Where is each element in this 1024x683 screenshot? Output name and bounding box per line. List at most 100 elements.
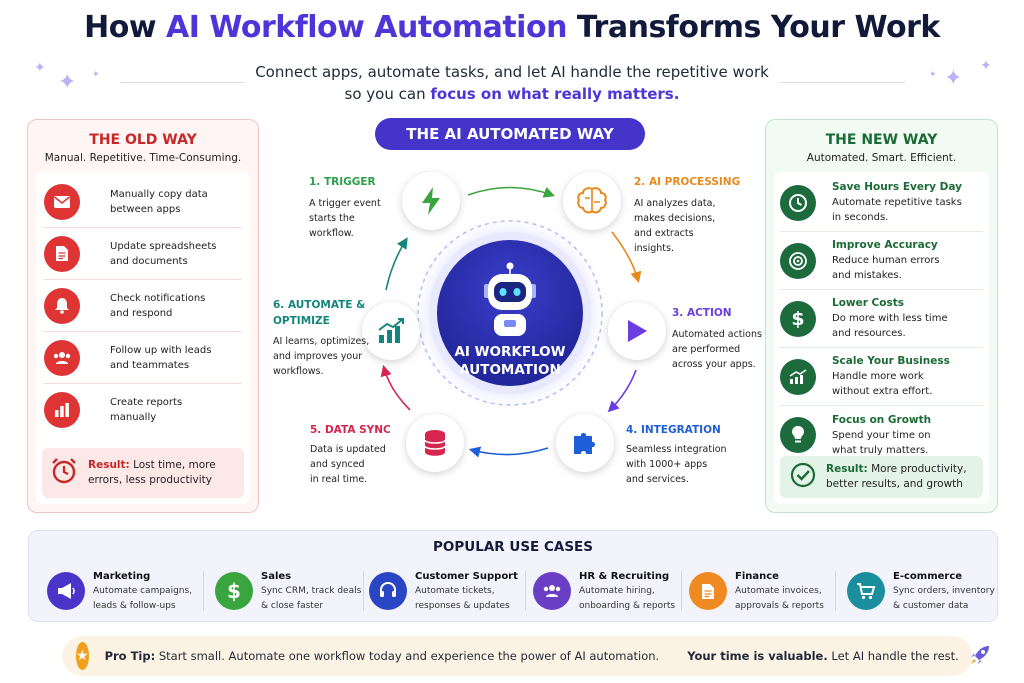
step-title: 2. AI PROCESSING bbox=[634, 176, 741, 188]
new-way-subtitle: Automated. Smart. Efficient. bbox=[806, 152, 957, 164]
new-item-line-1: Do more with less time bbox=[832, 313, 948, 324]
new-item-line-1: Handle more work bbox=[832, 371, 924, 382]
use-case-line-1: Sync CRM, track deals bbox=[261, 585, 362, 596]
target-icon bbox=[780, 242, 816, 279]
ai-automated-way-pill: THE AI AUTOMATED WAY bbox=[375, 118, 645, 150]
use-case-title: HR & Recruiting bbox=[579, 570, 670, 582]
divider bbox=[681, 571, 682, 611]
old-result-line-2: errors, less productivity bbox=[88, 474, 212, 486]
new-item-line-1: Reduce human errors bbox=[832, 255, 940, 266]
trend-up-icon bbox=[780, 358, 816, 395]
growth-chart-icon bbox=[362, 302, 420, 360]
subtitle-line-2-pre: so you can bbox=[344, 85, 431, 103]
old-way-subtitle: Manual. Repetitive. Time-Consuming. bbox=[44, 152, 242, 164]
mail-icon bbox=[44, 183, 80, 220]
pro-tip-bar: ★ Pro Tip: Start small. Automate one wor… bbox=[62, 636, 989, 676]
divider bbox=[525, 571, 526, 611]
use-case-line-2: onboarding & reports bbox=[579, 600, 676, 611]
use-case-line-2: leads & follow-ups bbox=[93, 600, 176, 611]
bell-icon bbox=[44, 287, 80, 324]
document-icon bbox=[689, 572, 727, 610]
new-item-line-2: without extra effort. bbox=[832, 386, 933, 397]
sparkle-icon: ✦ bbox=[34, 60, 46, 76]
old-item-line-1: Create reports bbox=[110, 397, 183, 408]
title-highlight: AI Workflow Automation bbox=[166, 10, 567, 45]
subtitle-line-2: so you can focus on what really matters. bbox=[0, 83, 1024, 105]
pro-tip-right-text: Let AI handle the rest. bbox=[827, 649, 959, 663]
old-result-label: Result: bbox=[88, 459, 130, 471]
headset-icon bbox=[369, 572, 407, 610]
new-item-line-2: and mistakes. bbox=[832, 270, 902, 281]
divider bbox=[203, 571, 204, 611]
old-item-line-1: Follow up with leads bbox=[110, 344, 212, 356]
step-desc-line: AI analyzes data, bbox=[634, 198, 716, 209]
old-way-item: Create reports manually bbox=[44, 384, 242, 436]
step-desc-line: insights. bbox=[634, 243, 674, 254]
old-item-line-2: and documents bbox=[110, 255, 188, 267]
sparkle-icon: ✦ bbox=[58, 70, 77, 95]
step-desc-line: Seamless integration bbox=[626, 444, 727, 455]
new-item-title: Save Hours Every Day bbox=[832, 181, 962, 193]
hub-label: AI WORKFLOW AUTOMATION bbox=[437, 343, 583, 379]
step-desc-line: A trigger event bbox=[309, 198, 381, 209]
hub-label-line-2: AUTOMATION bbox=[459, 362, 561, 378]
use-case-line-1: Automate invoices, bbox=[735, 585, 822, 596]
step-desc-line: are performed bbox=[672, 344, 741, 355]
step-desc-line: workflows. bbox=[273, 366, 324, 377]
new-way-title: THE NEW WAY bbox=[825, 132, 938, 148]
title-post: Transforms Your Work bbox=[566, 10, 940, 45]
people-icon bbox=[44, 339, 80, 376]
hub-label-line-1: AI WORKFLOW bbox=[454, 344, 566, 360]
dollar-icon: $ bbox=[215, 572, 253, 610]
use-case-title: E-commerce bbox=[893, 570, 963, 582]
step-desc-line: AI learns, optimizes, bbox=[273, 336, 370, 347]
lightbulb-icon bbox=[780, 417, 816, 453]
step-title-line: 6. AUTOMATE & bbox=[273, 299, 366, 311]
use-case-title: Customer Support bbox=[415, 570, 518, 582]
subtitle-line-2-highlight: focus on what really matters. bbox=[430, 85, 680, 103]
use-case-line-1: Sync orders, inventory bbox=[893, 585, 995, 596]
step-desc-line: starts the bbox=[309, 213, 355, 224]
page-title: How AI Workflow Automation Transforms Yo… bbox=[0, 10, 1024, 45]
step-title: 4. INTEGRATION bbox=[626, 424, 721, 436]
title-pre: How bbox=[84, 10, 166, 45]
megaphone-icon bbox=[47, 572, 85, 610]
subtitle-line-1: Connect apps, automate tasks, and let AI… bbox=[255, 63, 769, 81]
use-case-title: Finance bbox=[735, 570, 779, 582]
brain-icon bbox=[563, 172, 621, 230]
old-item-line-2: manually bbox=[110, 412, 157, 423]
ai-hub: AI WORKFLOW AUTOMATION bbox=[437, 240, 583, 386]
new-way-panel: THE NEW WAY Automated. Smart. Efficient.… bbox=[765, 119, 998, 513]
new-result-line-2: better results, and growth bbox=[826, 478, 963, 490]
rocket-icon bbox=[969, 644, 991, 669]
use-cases-title: POPULAR USE CASES bbox=[432, 539, 593, 555]
step-desc-line: Data is updated bbox=[310, 444, 386, 455]
old-item-line-2: between apps bbox=[110, 203, 181, 215]
new-item-title: Improve Accuracy bbox=[832, 239, 938, 251]
new-way-result: Result: More productivity,better results… bbox=[780, 456, 983, 498]
robot-icon bbox=[484, 262, 536, 336]
page-subtitle: Connect apps, automate tasks, and let AI… bbox=[0, 61, 1024, 105]
database-icon bbox=[406, 414, 464, 472]
sparkle-icon: ✦ bbox=[929, 70, 937, 80]
divider bbox=[120, 82, 245, 83]
use-case-title: Marketing bbox=[93, 570, 151, 582]
use-case-line-1: Automate tickets, bbox=[415, 585, 495, 596]
new-item-title: Scale Your Business bbox=[832, 355, 950, 367]
new-item-title: Lower Costs bbox=[832, 297, 904, 309]
